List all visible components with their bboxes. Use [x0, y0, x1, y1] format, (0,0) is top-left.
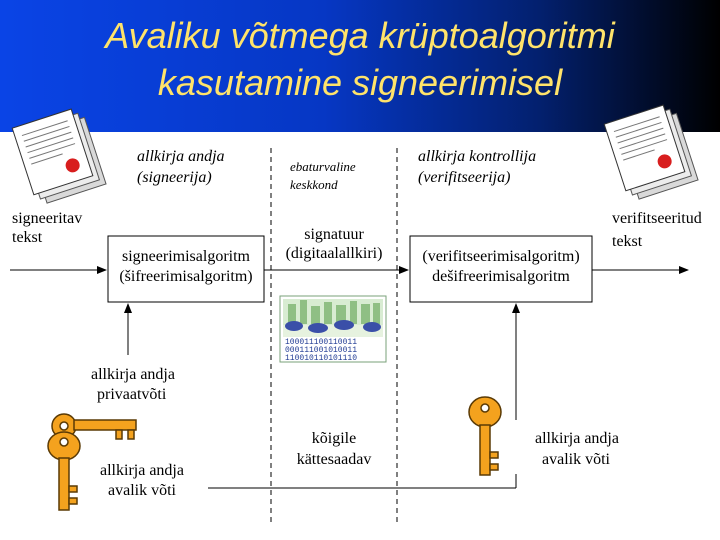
- signer-role-label: allkirja andja: [137, 148, 225, 165]
- svg-text:100011100110011: 100011100110011: [285, 338, 357, 347]
- key-icon: [468, 396, 502, 476]
- public-access-label-line-1: kõigile: [311, 430, 357, 447]
- signing-algorithm-label: signeerimisalgoritm: [122, 248, 250, 265]
- signer-role-sub-label: (signeerija): [137, 169, 212, 186]
- slide-header: Avaliku võtmega krüptoalgoritmi kasutami…: [0, 0, 720, 132]
- verified-text-label-line-1: verifitseeritud: [612, 210, 702, 227]
- verifying-algorithm-label: (verifitseerimisalgoritm): [422, 248, 580, 265]
- svg-text:000111001010011: 000111001010011: [285, 346, 357, 355]
- key-icon: [51, 413, 137, 440]
- document-icon: [603, 104, 699, 200]
- signature-label-line-2: (digitaalallkiri): [285, 245, 383, 262]
- slide-title-line-2: kasutamine signeerimisel: [157, 62, 563, 103]
- signed-text-label-line-2: tekst: [12, 229, 43, 246]
- city-data-image-icon: 100011100110011 000111001010011 11001011…: [279, 295, 387, 363]
- key-icon: [47, 431, 81, 511]
- verified-text-label-line-2: tekst: [612, 233, 643, 250]
- signing-algorithm-box: [107, 235, 265, 303]
- signed-text-label-line-1: signeeritav: [12, 210, 83, 227]
- signing-algorithm-sub-label: (šifreerimisalgoritm): [119, 268, 253, 285]
- document-icon: [11, 108, 107, 204]
- verifying-algorithm-sub-label: dešifreerimisalgoritm: [432, 268, 570, 285]
- public-access-label-line-2: kättesaadav: [296, 451, 372, 468]
- slide-title-line-1: Avaliku võtmega krüptoalgoritmi: [105, 15, 615, 56]
- public-key-left-label-line-1: allkirja andja: [100, 462, 184, 479]
- verifier-role-label: allkirja kontrollija: [418, 148, 537, 165]
- public-key-right-label-line-2: avalik võti: [542, 451, 610, 468]
- private-key-label-line-2: privaatvõti: [97, 386, 167, 403]
- verifier-role-sub-label: (verifitseerija): [418, 169, 511, 186]
- public-key-right-label-line-1: allkirja andja: [535, 430, 619, 447]
- insecure-environment-label-line-2: keskkond: [290, 177, 338, 192]
- svg-text:110010110101110: 110010110101110: [285, 354, 357, 363]
- insecure-environment-label-line-1: ebaturvaline: [290, 159, 356, 174]
- public-key-left-label-line-2: avalik võti: [108, 482, 176, 499]
- verifying-algorithm-box: [409, 235, 593, 303]
- signature-label-line-1: signatuur: [304, 226, 364, 243]
- private-key-label-line-1: allkirja andja: [91, 366, 175, 383]
